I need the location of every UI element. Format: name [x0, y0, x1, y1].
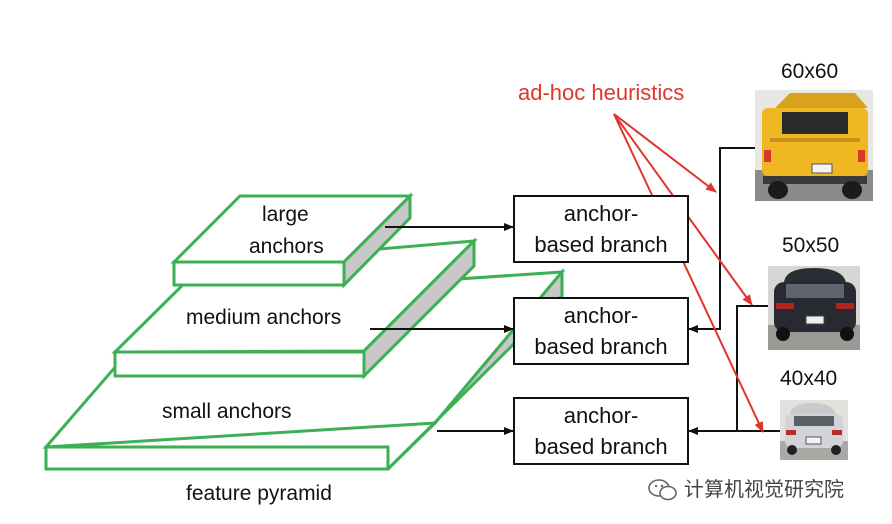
watermark: 计算机视觉研究院 — [648, 478, 844, 502]
small-anchors-label: small anchors — [162, 400, 292, 423]
size-label-50x50: 50x50 — [782, 234, 840, 257]
anchor-based-branch-top: anchor- based branch — [513, 195, 689, 263]
branch-line2: based branch — [534, 232, 668, 257]
branch-line2: based branch — [534, 334, 668, 359]
branch-line2: based branch — [534, 434, 668, 459]
anchor-based-branch-middle: anchor- based branch — [513, 297, 689, 365]
size-label-40x40: 40x40 — [780, 367, 838, 390]
anchor-based-branch-bottom: anchor- based branch — [513, 397, 689, 465]
large-anchors-label: large — [262, 203, 309, 226]
layer-medium-anchors — [111, 237, 478, 380]
dark-sedan-image — [768, 266, 860, 350]
feature-pyramid-caption: feature pyramid — [186, 482, 332, 505]
connector-60x60-to-branch — [688, 147, 755, 333]
medium-anchors-label: medium anchors — [186, 306, 342, 329]
silver-sedan-image — [780, 400, 848, 460]
layer-large-anchors — [170, 192, 414, 289]
size-label-60x60: 60x60 — [781, 60, 839, 83]
watermark-text: 计算机视觉研究院 — [684, 479, 844, 501]
branch-line1: anchor- — [563, 302, 639, 328]
connector-50x50-to-branch — [688, 305, 768, 435]
heuristic-arrow-to-40x40 — [613, 113, 764, 433]
heuristic-arrow-to-60x60 — [613, 113, 717, 193]
large-anchors-label-line2: anchors — [249, 235, 324, 258]
wechat-icon — [648, 479, 677, 501]
branch-line1: anchor- — [563, 200, 639, 226]
yellow-pickup-truck-image — [755, 90, 873, 201]
ad-hoc-heuristics-label: ad-hoc heuristics — [518, 80, 685, 105]
branch-line1: anchor- — [563, 402, 639, 428]
